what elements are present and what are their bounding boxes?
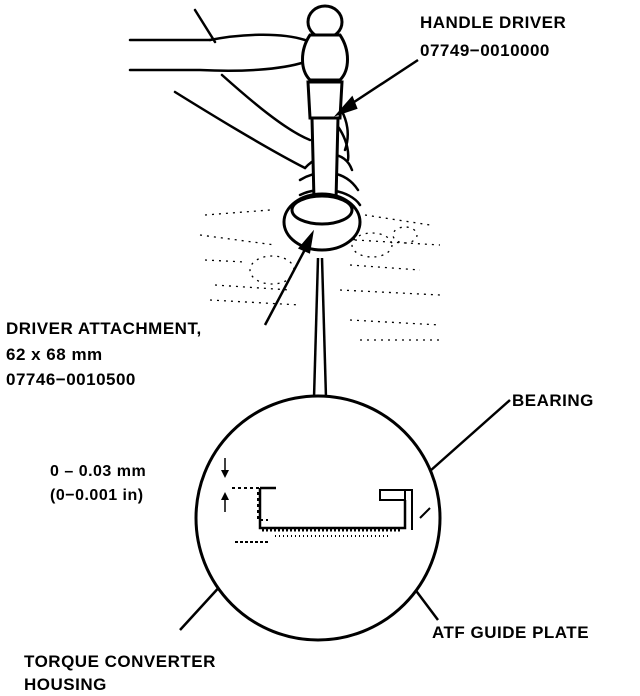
detail-view xyxy=(194,257,442,642)
clearance-mm: 0 – 0.03 mm xyxy=(50,463,147,480)
handle-driver-tool xyxy=(301,4,349,202)
handle-driver-label: HANDLE DRIVER xyxy=(420,13,567,32)
driver-attachment-label: DRIVER ATTACHMENT, xyxy=(6,319,202,338)
driver-attachment-part-number: 07746−0010500 xyxy=(6,370,136,389)
atf-guide-plate-label: ATF GUIDE PLATE xyxy=(432,623,590,642)
handle-driver-part-number: 07749−0010000 xyxy=(420,41,550,60)
housing-surface xyxy=(199,209,441,341)
driver-attachment-size: 62 x 68 mm xyxy=(6,345,103,364)
torque-converter-housing-label-line2: HOUSING xyxy=(24,675,107,694)
bearing-label: BEARING xyxy=(512,391,594,410)
torque-converter-housing-label-line1: TORQUE CONVERTER xyxy=(24,652,216,671)
driver-attachment-tool xyxy=(282,192,362,252)
clearance-inch: (0−0.001 in) xyxy=(50,487,144,504)
